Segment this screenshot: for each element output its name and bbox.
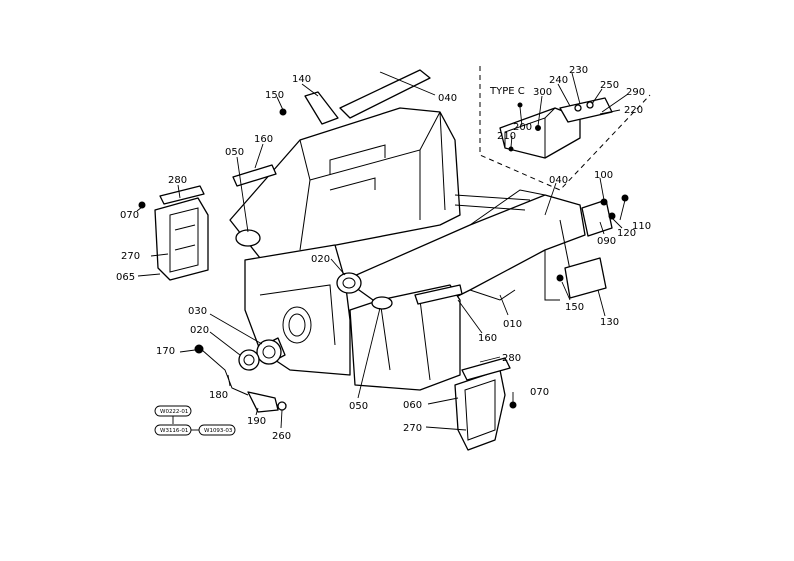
bracket-130 [564,257,607,299]
label-090: 090 [597,236,616,247]
plate-140 [304,91,339,125]
label-300: 300 [533,87,552,98]
label-040-right: 040 [549,175,568,186]
serial-tag-1-text: W0222-01 [160,409,188,415]
plate-110 [581,199,613,237]
label-220: 220 [624,105,643,116]
part-labels: 040 140 150 160 050 280 070 270 065 020 … [116,65,651,442]
nut-300 [535,125,541,131]
label-150-top: 150 [265,90,284,101]
label-070-right: 070 [530,387,549,398]
label-230: 230 [569,65,588,76]
bushing-030 [256,337,286,365]
label-065: 065 [116,272,135,283]
bolt-260 [277,401,287,411]
plate-160-left [232,164,277,187]
label-030: 030 [188,306,207,317]
label-280-right: 280 [502,353,521,364]
washer-120 [608,212,616,220]
bolt-210 [508,146,514,152]
label-180: 180 [209,390,228,401]
label-020-upper: 020 [311,254,330,265]
label-130: 130 [600,317,619,328]
label-110: 110 [632,221,651,232]
label-260: 260 [272,431,291,442]
type-c-label: TYPE C [489,86,525,97]
side-bracket-right [454,357,511,451]
label-060: 060 [403,400,422,411]
label-120: 120 [617,228,636,239]
label-270-right: 270 [403,423,422,434]
bushing-020-upper [336,272,362,294]
bracket-190 [247,391,279,413]
label-160-left: 160 [254,134,273,145]
label-040-top: 040 [438,93,457,104]
cover-plate-040-top [339,69,431,119]
bolt-200 [517,102,523,108]
label-160-right: 160 [478,333,497,344]
label-190: 190 [247,416,266,427]
label-170: 170 [156,346,175,357]
plate-280-left [159,185,205,205]
serial-tag-3-text: W1093-03 [204,428,233,434]
label-270-left: 270 [121,251,140,262]
label-050-right: 050 [349,401,368,412]
bushing-020-lower [238,349,260,371]
grommet-050-left [235,229,261,247]
label-140: 140 [292,74,311,85]
washer-230 [574,104,582,112]
label-240: 240 [549,75,568,86]
label-050-left: 050 [225,147,244,158]
label-020-lower: 020 [190,325,209,336]
plate-160-right [414,284,463,305]
label-280-left: 280 [168,175,187,186]
grommet-050-right [371,296,393,310]
serial-tag-2-text: W3116-01 [160,428,188,434]
plate-280-right [461,357,511,381]
label-290: 290 [626,87,645,98]
bolt-150-right [556,274,564,282]
serial-tag-3 [198,424,236,436]
side-bracket-left [154,185,209,281]
label-150-right: 150 [565,302,584,313]
label-200: 200 [513,122,532,133]
label-250: 250 [600,80,619,91]
label-210: 210 [497,131,516,142]
leader-lines [136,71,629,431]
label-010: 010 [503,319,522,330]
label-100: 100 [594,170,613,181]
serial-ref-tags: W0222-01 W3116-01 W1093-03 [154,405,236,436]
label-070-left: 070 [120,210,139,221]
type-c-inset: TYPE C [479,66,651,191]
bolt-070-right [509,401,517,409]
bolt-070-left [138,201,146,209]
fitting-170 [194,344,204,354]
